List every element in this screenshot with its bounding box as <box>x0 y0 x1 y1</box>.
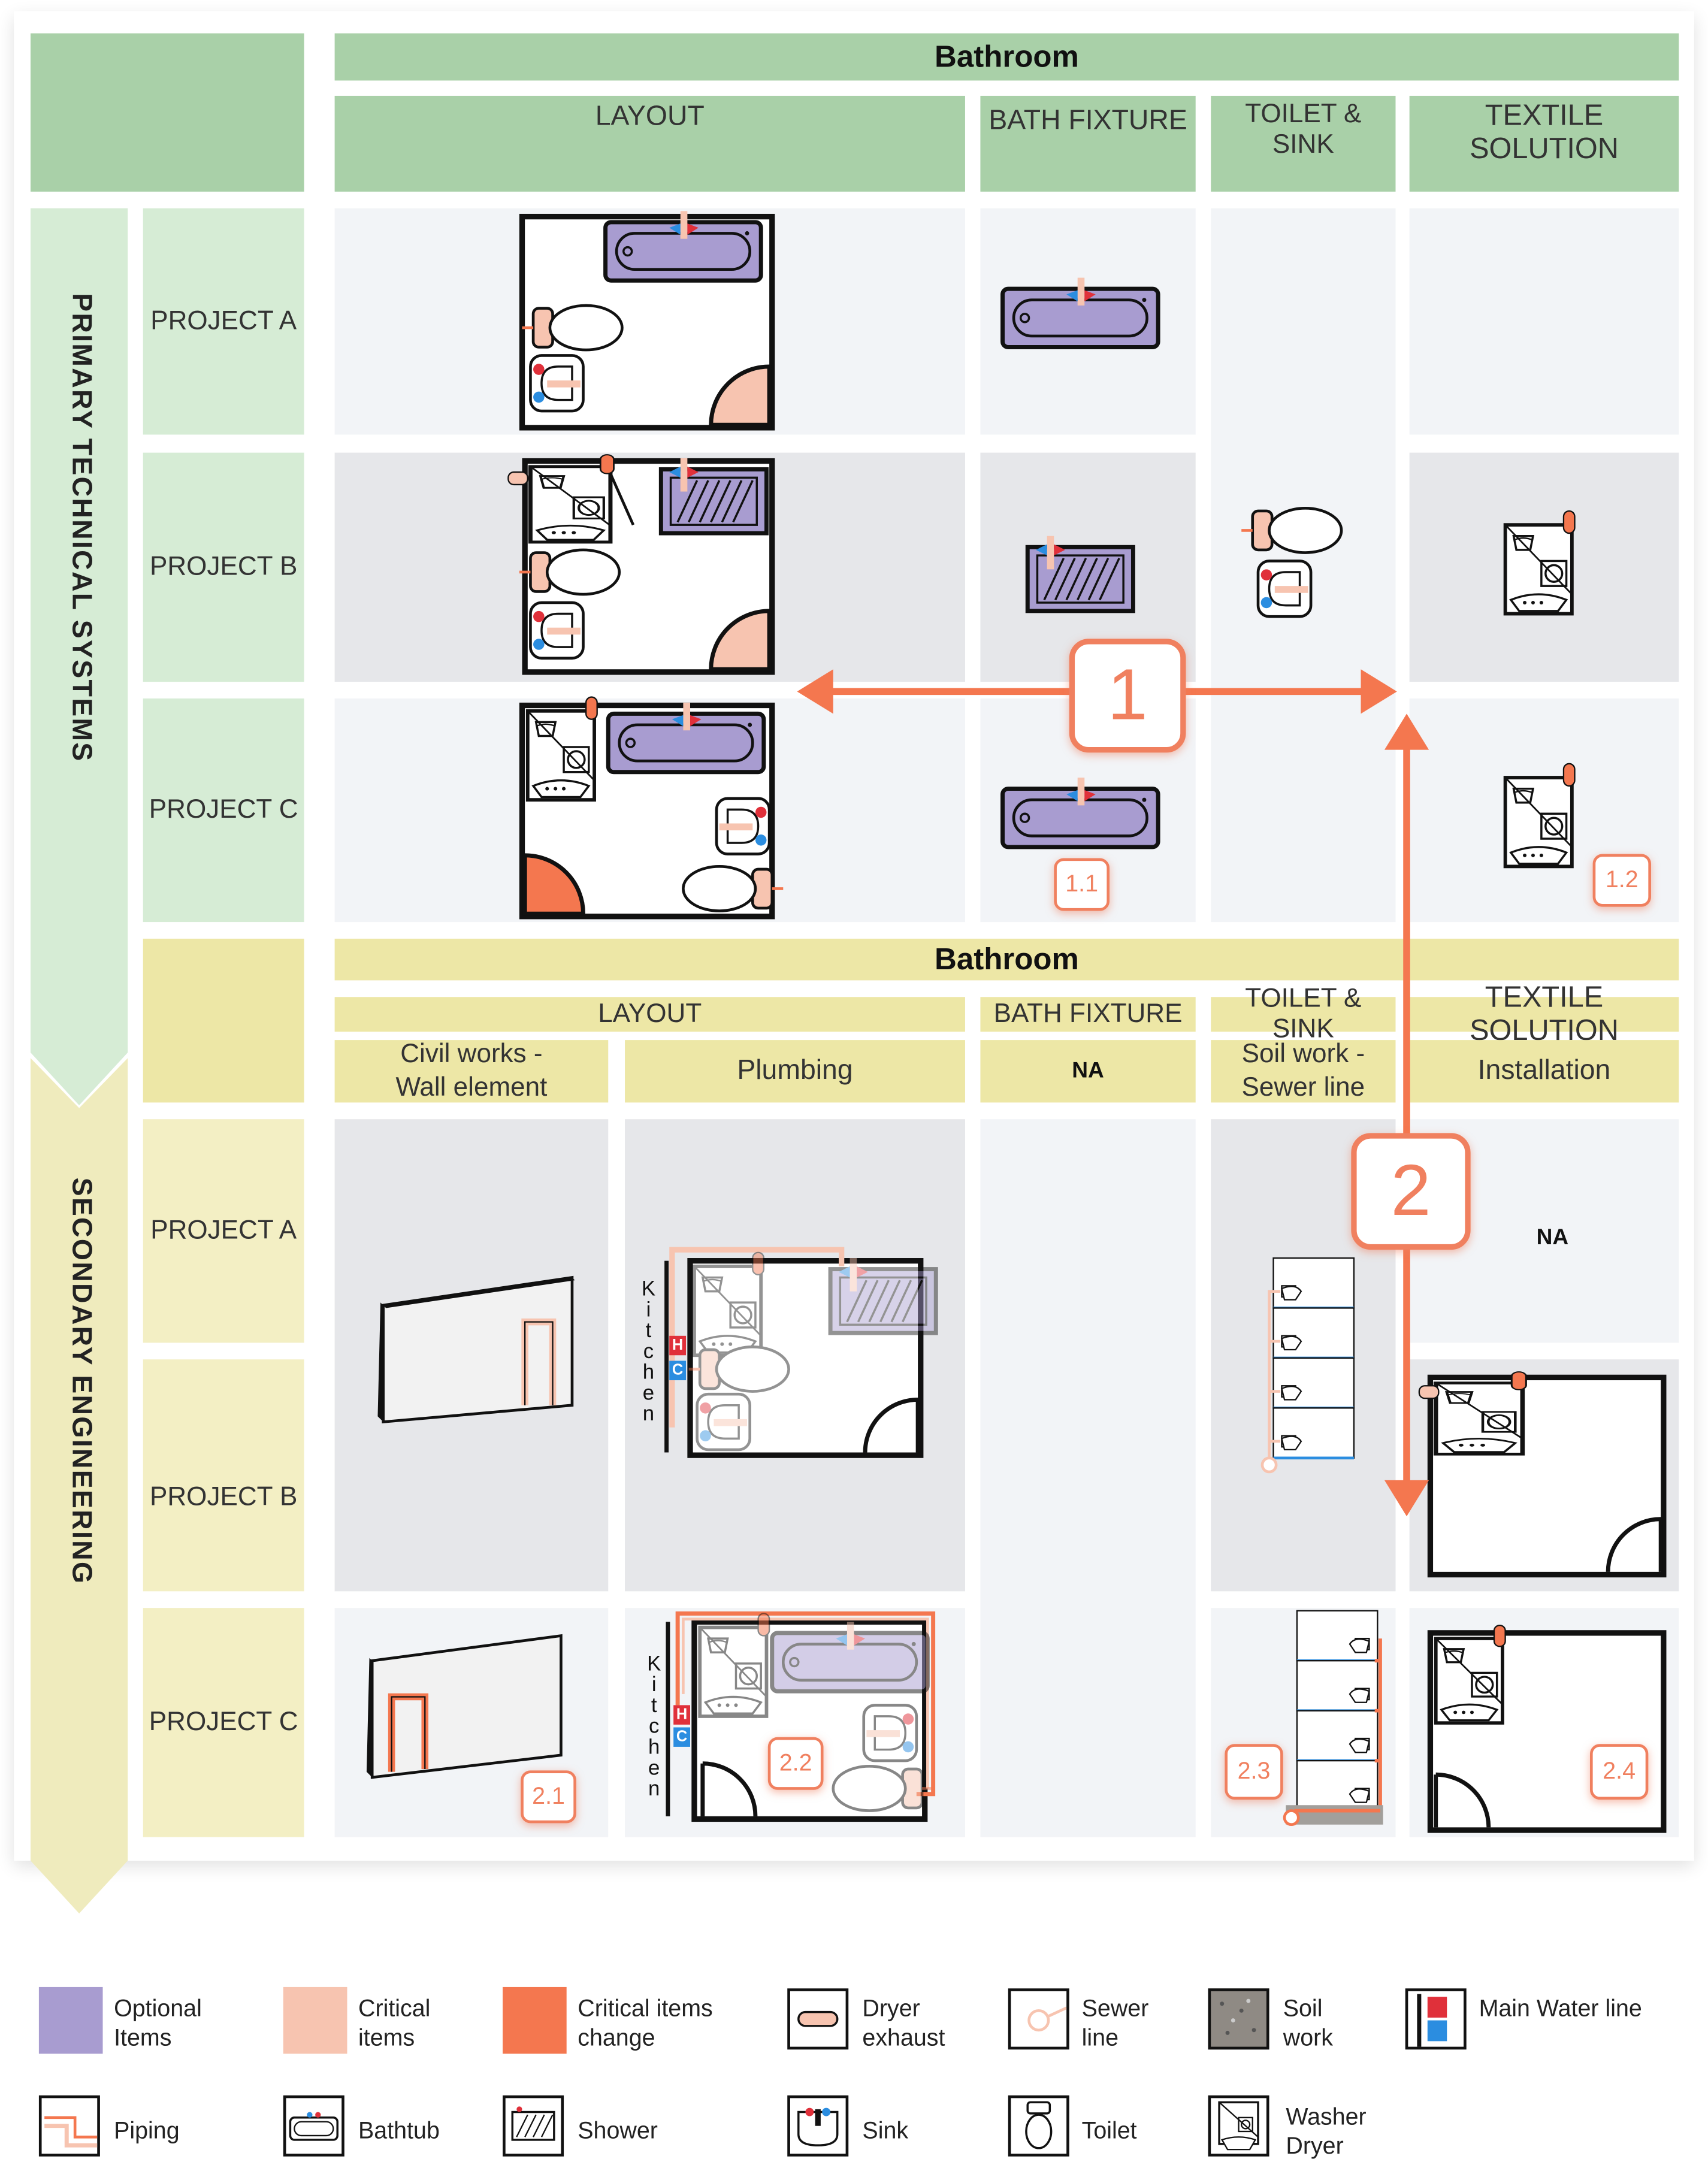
main-water-hot-ab: H <box>669 1335 687 1356</box>
dryer-exhaust-icon <box>787 1988 849 2050</box>
textile-project-a-na: NA <box>1536 1226 1569 1250</box>
main-water-cold-c: C <box>673 1727 690 1747</box>
primary-col-textile: TEXTILE SOLUTION <box>1409 95 1679 192</box>
legend-label: Sewer line <box>1081 1995 1149 2051</box>
badge-2-3: 2.3 <box>1225 1744 1283 1800</box>
legend-label: Critical items <box>358 1995 431 2051</box>
badge-2-2: 2.2 <box>767 1737 824 1790</box>
legend-label: Washer Dryer <box>1286 2103 1367 2160</box>
primary-col-layout: LAYOUT <box>334 95 965 192</box>
subcol-installation: Installation <box>1409 1040 1679 1103</box>
legend-label: Sink <box>862 2117 909 2144</box>
shower-icon <box>503 2095 564 2157</box>
main-water-line-icon <box>1405 1988 1467 2050</box>
secondary-section-label: SECONDARY ENGINEERING <box>66 1178 97 1586</box>
subcol-plumbing: Plumbing <box>625 1040 965 1103</box>
primary-row-project-a: PROJECT A <box>143 208 304 435</box>
badge-2-4: 2.4 <box>1589 1744 1649 1800</box>
legend-label: Optional Items <box>114 1995 202 2051</box>
secondary-row-project-a: PROJECT A <box>143 1119 304 1343</box>
sink-icon <box>787 2095 849 2157</box>
critical-swatch <box>283 1986 347 2054</box>
secondary-title: Bathroom <box>334 938 1679 981</box>
primary-row-project-c: PROJECT C <box>143 698 304 923</box>
main-water-hot-c: H <box>673 1705 690 1725</box>
primary-row-project-b: PROJECT B <box>143 452 304 682</box>
primary-section-label: PRIMARY TECHNICAL SYSTEMS <box>66 293 97 763</box>
legend-label: Piping <box>114 2117 180 2144</box>
bathtub-icon <box>283 2095 344 2157</box>
subcol-soil-work: Soil work - Sewer line <box>1211 1039 1396 1103</box>
legend-label: Shower <box>578 2117 658 2144</box>
cell-s-bath <box>980 1119 1196 1837</box>
kitchen-label-ab: Kitchen <box>636 1277 661 1423</box>
primary-col-toilet-sink: TOILET & SINK <box>1211 95 1396 192</box>
badge-1-2: 1.2 <box>1592 854 1651 907</box>
legend-label: Main Water line <box>1479 1995 1642 2022</box>
secondary-col-layout: LAYOUT <box>334 997 965 1032</box>
primary-section-band <box>30 208 128 1106</box>
subcol-civil-works: Civil works - Wall element <box>334 1039 609 1103</box>
sewer-line-icon <box>1008 1988 1069 2050</box>
diagram-drawings <box>366 0 1667 1833</box>
kitchen-label-c: Kitchen <box>642 1652 666 1798</box>
cell-pa-textile <box>1409 208 1679 435</box>
legend-label: Dryer exhaust <box>862 1995 945 2051</box>
critical-change-swatch <box>503 1986 567 2054</box>
secondary-row-project-b: PROJECT B <box>143 1359 304 1592</box>
secondary-row-project-c: PROJECT C <box>143 1608 304 1837</box>
primary-title: Bathroom <box>334 33 1679 81</box>
arrow-2-badge: 2 <box>1351 1133 1471 1250</box>
legend-label: Bathtub <box>358 2117 440 2144</box>
legend-label: Critical items change <box>578 1995 713 2051</box>
piping-icon <box>38 2095 100 2157</box>
secondary-col-bath-fixture: BATH FIXTURE <box>980 997 1196 1032</box>
legend-label: Soil work <box>1283 1995 1333 2051</box>
toilet-icon <box>1008 2095 1069 2157</box>
subcol-na: NA <box>980 1040 1196 1103</box>
primary-col-bath-fixture: BATH FIXTURE <box>980 95 1196 192</box>
washer-dryer-icon <box>1208 2095 1269 2157</box>
soil-work-icon <box>1208 1988 1269 2050</box>
badge-1-1: 1.1 <box>1054 858 1110 911</box>
badge-2-1: 2.1 <box>521 1770 576 1824</box>
secondary-corner <box>143 938 304 1103</box>
arrow-1-badge: 1 <box>1069 639 1186 753</box>
legend-label: Toilet <box>1081 2117 1137 2144</box>
secondary-section-band <box>30 1058 128 1914</box>
optional-swatch <box>38 1986 103 2054</box>
main-water-cold-ab: C <box>669 1360 687 1380</box>
corner-block <box>30 33 304 192</box>
